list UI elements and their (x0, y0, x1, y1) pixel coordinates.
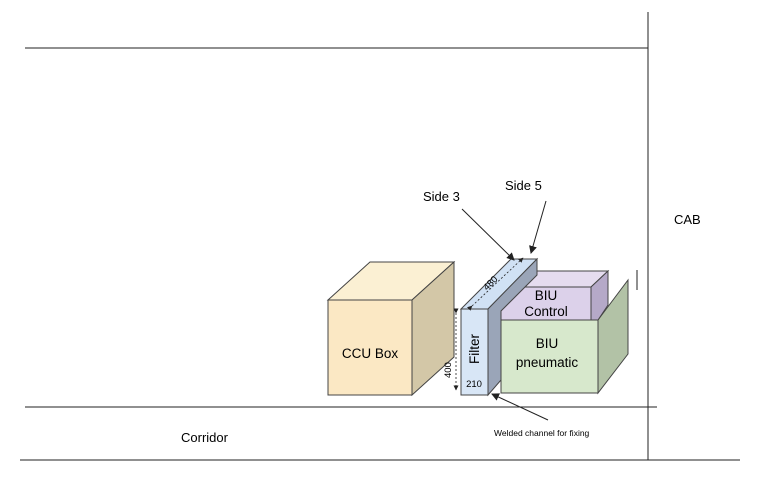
biu-pneumatic-label-line2: pneumatic (516, 355, 579, 370)
welded-channel-pointer (491, 393, 549, 421)
side5-pointer (529, 200, 547, 254)
welded-channel-label: Welded channel for fixing (494, 428, 590, 438)
biu-control-label-line2: Control (524, 304, 568, 319)
biu-control-label-line1: BIU (535, 288, 558, 303)
filter-width-label: 210 (466, 379, 482, 390)
biu-pneumatic-label-line1: BIU (536, 336, 559, 351)
corridor-label: Corridor (181, 430, 229, 445)
biu-pneumatic-front-face (500, 319, 599, 394)
ccu-box-front-face (327, 299, 413, 396)
side3-pointer (461, 208, 515, 261)
biu-pneumatic: BIU pneumatic (500, 278, 629, 395)
side3-label: Side 3 (423, 189, 460, 204)
cab-label: CAB (674, 212, 701, 227)
filter-label: Filter (467, 333, 482, 364)
side5-label: Side 5 (505, 178, 542, 193)
ccu-box: CCU Box (326, 260, 456, 397)
filter-height-label: 400 (443, 362, 454, 378)
ccu-box-label: CCU Box (342, 346, 399, 361)
